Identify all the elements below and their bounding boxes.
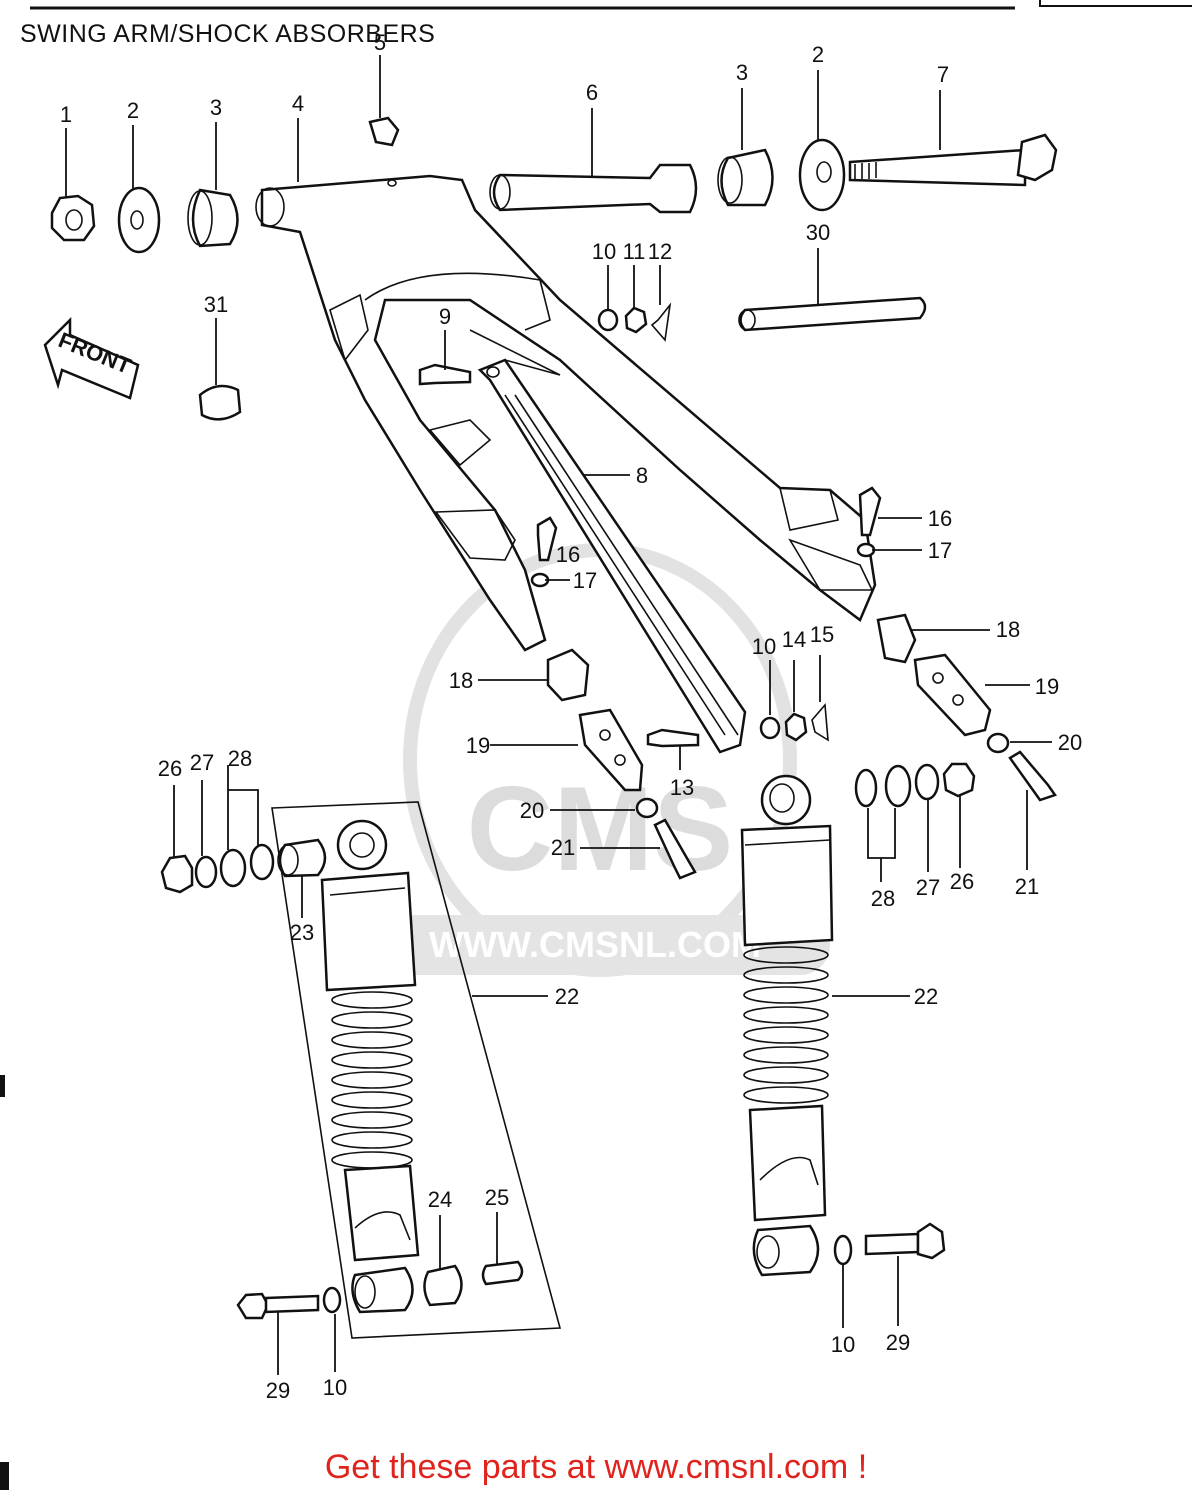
part-5-grease-nipple bbox=[368, 116, 400, 147]
part-13-bolt bbox=[646, 728, 700, 748]
part-18-block-right bbox=[876, 613, 917, 664]
part-9-bolt bbox=[418, 363, 472, 386]
callout-13: 13 bbox=[670, 775, 694, 800]
page-title: SWING ARM/SHOCK ABSORBERS bbox=[20, 20, 436, 48]
callout-8: 8 bbox=[636, 463, 648, 488]
front-arrow: FRONT bbox=[43, 316, 140, 400]
callout-20-right: 20 bbox=[1058, 730, 1082, 755]
part-18-block-left bbox=[546, 648, 590, 702]
part-31-cap bbox=[198, 384, 242, 421]
callout-21-right: 21 bbox=[1015, 874, 1039, 899]
part-16-bolt-right bbox=[858, 486, 882, 537]
callout-24: 24 bbox=[428, 1187, 452, 1212]
callout-28-right: 28 bbox=[871, 886, 895, 911]
parts-10-14-15 bbox=[759, 703, 829, 742]
part-22-shock-absorber-right bbox=[740, 774, 834, 1277]
callout-4: 4 bbox=[292, 91, 304, 116]
callout-1: 1 bbox=[60, 102, 72, 127]
part-16-bolt-left bbox=[536, 516, 558, 562]
part-1-nut bbox=[50, 194, 96, 242]
callout-2: 2 bbox=[127, 98, 139, 123]
callout-labels: 1 2 3 4 5 6 3 2 7 30 31 10 11 12 9 8 16 … bbox=[60, 30, 1082, 1403]
callout-7: 7 bbox=[937, 62, 949, 87]
callout-5: 5 bbox=[374, 30, 386, 55]
callout-30: 30 bbox=[806, 220, 830, 245]
part-4-swing-arm bbox=[255, 174, 877, 652]
part-22-shock-absorber-left bbox=[320, 819, 420, 1314]
footer-cta-link[interactable]: Get these parts at www.cmsnl.com ! bbox=[324, 1448, 868, 1486]
part-19-adjuster-right bbox=[913, 653, 992, 737]
callout-26-left: 26 bbox=[158, 756, 182, 781]
part-20-nut-left bbox=[635, 797, 659, 819]
left-shock-frame bbox=[271, 801, 562, 1339]
callout-29-left: 29 bbox=[266, 1378, 290, 1403]
part-17-washer-right bbox=[856, 542, 876, 558]
part-21-bolt-left bbox=[653, 818, 697, 880]
watermark-url: WWW.CMSNL.COM bbox=[429, 924, 761, 965]
part-24-bushing bbox=[423, 1264, 463, 1307]
right-shock-hardware bbox=[854, 762, 976, 808]
callout-20-left: 20 bbox=[520, 798, 544, 823]
callout-26-right: 26 bbox=[950, 869, 974, 894]
callout-2-right: 2 bbox=[812, 42, 824, 67]
header-rule bbox=[30, 0, 1192, 10]
callout-21-left: 21 bbox=[551, 835, 575, 860]
part-29-bolt-right bbox=[864, 1222, 946, 1260]
callout-10-bottom-right: 10 bbox=[831, 1332, 855, 1357]
right-spring bbox=[743, 946, 829, 1104]
callout-19-right: 19 bbox=[1035, 674, 1059, 699]
callout-17-right: 17 bbox=[928, 538, 952, 563]
callout-16-right: 16 bbox=[928, 506, 952, 531]
callout-17-left: 17 bbox=[573, 568, 597, 593]
callout-15: 15 bbox=[810, 622, 834, 647]
part-10-nut-left-bottom bbox=[322, 1286, 342, 1314]
part-19-adjuster-left bbox=[578, 708, 644, 792]
part-2-washer bbox=[117, 186, 161, 254]
callout-3: 3 bbox=[210, 95, 222, 120]
part-21-bolt-right bbox=[1008, 750, 1057, 802]
callout-9: 9 bbox=[439, 304, 451, 329]
callout-28-left: 28 bbox=[228, 746, 252, 771]
part-3-bushing bbox=[187, 188, 239, 248]
callout-19-left: 19 bbox=[466, 733, 490, 758]
callout-10-mid: 10 bbox=[752, 634, 776, 659]
leader-lines bbox=[65, 55, 1052, 1375]
callout-12: 12 bbox=[648, 239, 672, 264]
parts-10-11-12-small bbox=[597, 302, 672, 342]
part-7-pivot-bolt bbox=[848, 133, 1058, 187]
edge-marks bbox=[0, 1075, 9, 1490]
part-20-nut-right bbox=[986, 732, 1010, 754]
callout-6: 6 bbox=[586, 80, 598, 105]
part-3-bushing-right bbox=[717, 148, 774, 207]
callout-31: 31 bbox=[204, 292, 228, 317]
callout-23: 23 bbox=[290, 920, 314, 945]
left-spring bbox=[331, 991, 413, 1169]
part-30-shaft bbox=[738, 296, 927, 332]
callout-3-right: 3 bbox=[736, 60, 748, 85]
callout-27-right: 27 bbox=[916, 875, 940, 900]
callout-11: 11 bbox=[623, 239, 646, 264]
callout-18-right: 18 bbox=[996, 617, 1020, 642]
part-29-bolt-left bbox=[236, 1292, 320, 1320]
callout-10-bottom-left: 10 bbox=[323, 1375, 347, 1400]
callout-16-left: 16 bbox=[556, 542, 580, 567]
callout-18-left: 18 bbox=[449, 668, 473, 693]
part-10-nut-right-bottom bbox=[833, 1234, 853, 1266]
part-6-collar bbox=[489, 163, 698, 214]
callout-22-left: 22 bbox=[555, 984, 579, 1009]
part-25-sleeve bbox=[481, 1260, 524, 1286]
callout-22-right: 22 bbox=[914, 984, 938, 1009]
callout-14: 14 bbox=[782, 627, 806, 652]
callout-29-right: 29 bbox=[886, 1330, 910, 1355]
left-shock-hardware bbox=[160, 838, 327, 894]
callout-25: 25 bbox=[485, 1185, 509, 1210]
part-2-washer-right bbox=[798, 138, 846, 212]
part-8-chain-adjuster-bar bbox=[469, 329, 747, 754]
callout-27-left: 27 bbox=[190, 750, 214, 775]
callout-10-top: 10 bbox=[592, 239, 616, 264]
